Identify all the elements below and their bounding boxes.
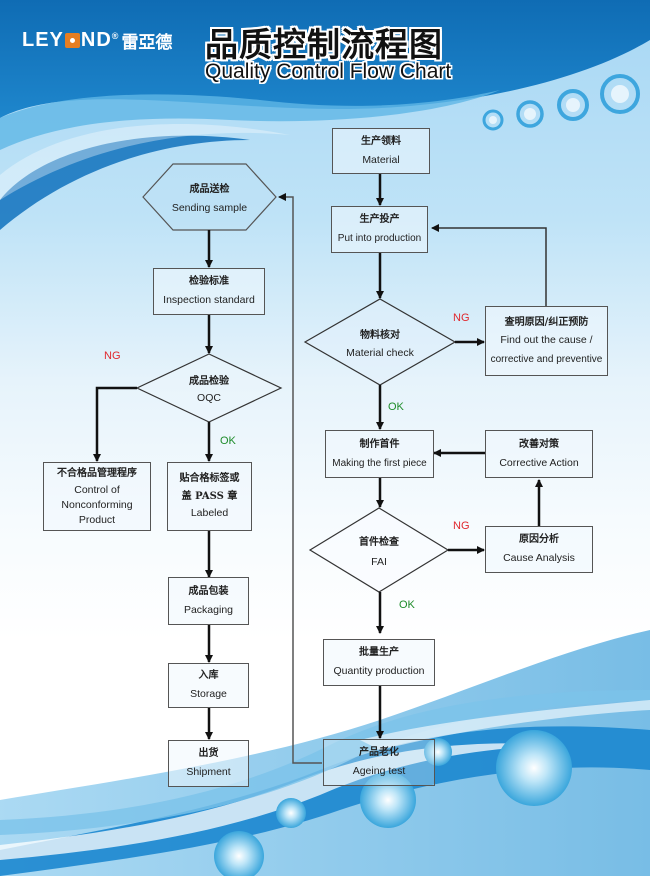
oqc-diamond: [135, 353, 283, 423]
brand-logo: LEY ND ® 雷亞德: [22, 28, 172, 53]
node-material-check: 物料核对 Material check: [346, 329, 414, 359]
logo-text-right: ND: [80, 29, 112, 51]
node-ageing-test: 产品老化 Ageing test: [323, 739, 435, 786]
oqc-ok-label: OK: [220, 435, 236, 447]
node-corrective-action: 改善对策 Corrective Action: [485, 430, 593, 478]
header-swoosh-2: [0, 124, 290, 200]
bottom-wave-4: [360, 700, 650, 750]
sending-sample-hexagon: [142, 163, 277, 231]
header-swoosh: [0, 135, 250, 230]
ring-decorations: [482, 74, 640, 131]
node-sending-sample: 成品送检 Sending sample: [171, 184, 248, 214]
node-inspection-standard: 检验标准 Inspection standard: [153, 268, 265, 315]
node-nonconforming: 不合格品管理程序 Control of Nonconforming Produc…: [43, 462, 151, 531]
arrow-oqc-ng: [93, 386, 137, 462]
material-check-ng-label: NG: [453, 312, 470, 324]
logo-cn: 雷亞德: [121, 33, 173, 52]
node-quantity-production: 批量生产 Quantity production: [323, 639, 435, 686]
bottom-wave-3: [0, 690, 650, 835]
header-wave-light: [0, 90, 500, 150]
node-packaging: 成品包装 Packaging: [168, 577, 249, 625]
registered-mark: ®: [111, 30, 120, 41]
node-put-into-production: 生产投产 Put into production: [331, 206, 428, 253]
node-find-cause: 查明原因/纠正预防 Find out the cause / correctiv…: [485, 306, 608, 376]
title-en: Quality Control Flow Chart: [205, 60, 452, 83]
node-cause-analysis: 原因分析 Cause Analysis: [485, 526, 593, 573]
logo-sun-icon: [64, 33, 80, 48]
node-oqc: 成品检验 OQC: [189, 376, 229, 404]
header-band: [0, 0, 650, 118]
oqc-ng-label: NG: [104, 350, 121, 362]
bubble-decorations: [214, 730, 572, 876]
arrow-findcause-loop: [431, 224, 547, 306]
material-check-ok-label: OK: [388, 401, 404, 413]
node-labeled: 贴合格标签或 盖 PASS 章 Labeled: [167, 462, 252, 531]
arrow-ageing-loop: [278, 193, 322, 764]
node-first-piece: 制作首件 Making the first piece: [325, 430, 434, 478]
node-storage: 入库 Storage: [168, 663, 249, 708]
node-material: 生产领料 Material: [332, 128, 430, 174]
logo-text-left: LEY: [22, 29, 64, 51]
node-fai: 首件检查 FAI: [359, 536, 399, 568]
fai-ok-label: OK: [399, 599, 415, 611]
title-cn: 品质控制流程图: [205, 25, 443, 64]
fai-ng-label: NG: [453, 520, 470, 532]
bottom-wave-2: [0, 743, 560, 860]
node-shipment: 出货 Shipment: [168, 740, 249, 787]
